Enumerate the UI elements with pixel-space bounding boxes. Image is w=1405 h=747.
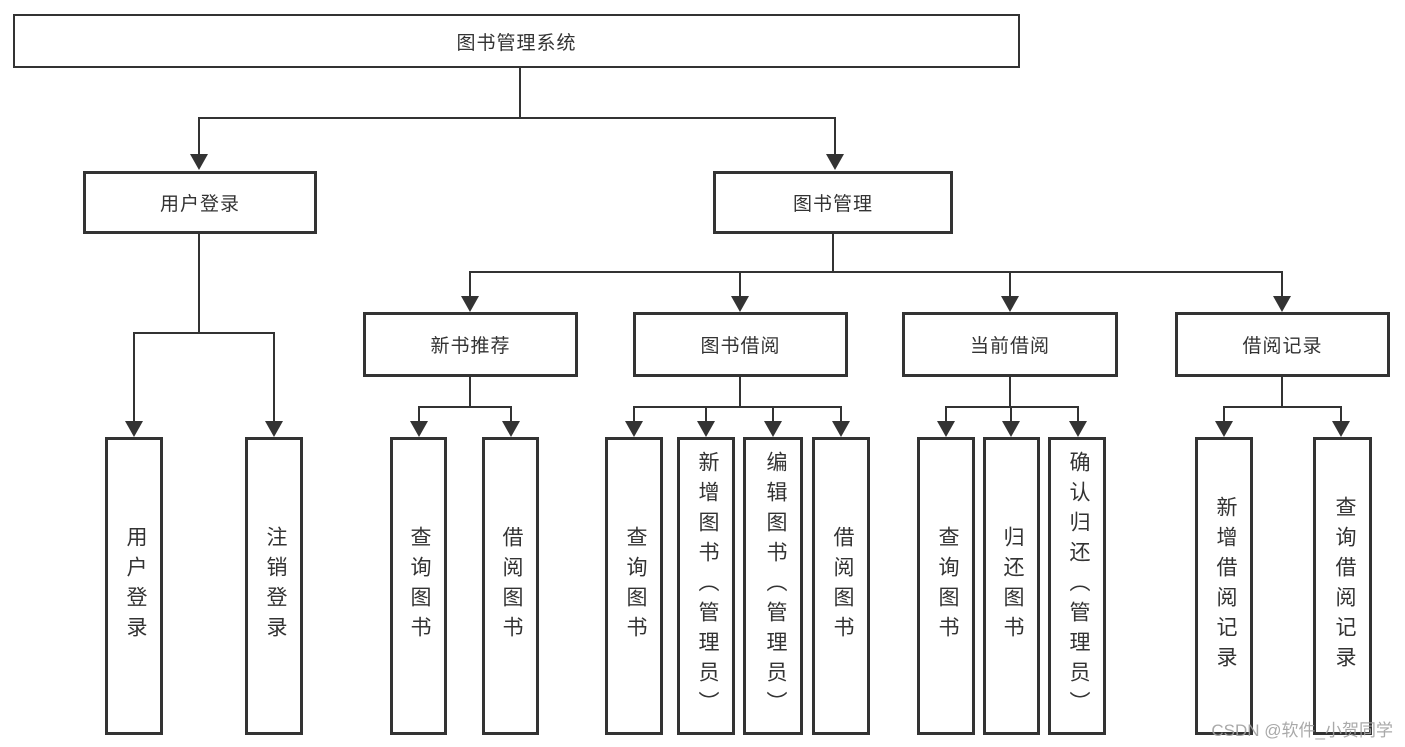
node-leaf-query-books-2: 查询图书 — [605, 437, 663, 735]
node-leaf-borrow-books-1: 借阅图书 — [482, 437, 539, 735]
node-leaf-add-books-admin: 新增图书（管理员） — [677, 437, 735, 735]
arrow-down-icon — [832, 421, 850, 437]
arrow-down-icon — [461, 296, 479, 312]
node-leaf-return-books: 归还图书 — [983, 437, 1040, 735]
csdn-watermark: CSDN @软件_小贺同学 — [1211, 721, 1393, 740]
arrow-down-icon — [502, 421, 520, 437]
connector-line — [840, 406, 842, 423]
node-leaf-confirm-return-admin: 确认归还（管理员） — [1048, 437, 1106, 735]
connector-line — [469, 271, 471, 298]
node-user-login: 用户登录 — [83, 171, 317, 234]
connector-line — [633, 406, 635, 423]
arrow-down-icon — [265, 421, 283, 437]
connector-line — [519, 68, 521, 118]
arrow-down-icon — [1332, 421, 1350, 437]
connector-line — [633, 406, 842, 408]
arrow-down-icon — [764, 421, 782, 437]
connector-line — [1077, 406, 1079, 423]
connector-line — [945, 406, 1079, 408]
arrow-down-icon — [1001, 296, 1019, 312]
connector-line — [1340, 406, 1342, 423]
node-leaf-logout: 注销登录 — [245, 437, 303, 735]
connector-line — [772, 406, 774, 423]
arrow-down-icon — [937, 421, 955, 437]
connector-line — [133, 332, 274, 334]
connector-line — [739, 271, 741, 298]
node-current-borrowing: 当前借阅 — [902, 312, 1118, 377]
node-book-management: 图书管理 — [713, 171, 953, 234]
arrow-down-icon — [410, 421, 428, 437]
connector-line — [705, 406, 707, 423]
arrow-down-icon — [190, 154, 208, 170]
connector-line — [1009, 271, 1011, 298]
connector-line — [834, 117, 836, 157]
connector-line — [469, 377, 471, 408]
connector-line — [133, 332, 135, 423]
node-leaf-query-borrowing-record: 查询借阅记录 — [1313, 437, 1372, 735]
connector-line — [1281, 377, 1283, 408]
arrow-down-icon — [1069, 421, 1087, 437]
node-library-management-system: 图书管理系统 — [13, 14, 1020, 68]
node-book-borrowing: 图书借阅 — [633, 312, 848, 377]
node-new-book-recommendation: 新书推荐 — [363, 312, 578, 377]
connector-line — [945, 406, 947, 423]
node-leaf-query-books-3: 查询图书 — [917, 437, 975, 735]
connector-line — [1223, 406, 1225, 423]
arrow-down-icon — [625, 421, 643, 437]
arrow-down-icon — [697, 421, 715, 437]
arrow-down-icon — [1215, 421, 1233, 437]
connector-line — [510, 406, 512, 423]
node-leaf-query-books-1: 查询图书 — [390, 437, 447, 735]
connector-line — [1010, 406, 1012, 423]
connector-line — [273, 332, 275, 423]
node-leaf-borrow-books-2: 借阅图书 — [812, 437, 870, 735]
node-leaf-user-login: 用户登录 — [105, 437, 163, 735]
arrow-down-icon — [826, 154, 844, 170]
connector-line — [198, 117, 836, 119]
connector-line — [469, 271, 1283, 273]
connector-line — [418, 406, 512, 408]
node-borrowing-records: 借阅记录 — [1175, 312, 1390, 377]
connector-line — [1009, 377, 1011, 408]
node-leaf-edit-books-admin: 编辑图书（管理员） — [743, 437, 803, 735]
arrow-down-icon — [731, 296, 749, 312]
connector-line — [739, 377, 741, 408]
connector-line — [198, 234, 200, 334]
arrow-down-icon — [1273, 296, 1291, 312]
arrow-down-icon — [1002, 421, 1020, 437]
connector-line — [418, 406, 420, 423]
connector-line — [832, 234, 834, 272]
node-leaf-add-borrowing-record: 新增借阅记录 — [1195, 437, 1253, 735]
connector-line — [1281, 271, 1283, 298]
arrow-down-icon — [125, 421, 143, 437]
connector-line — [1223, 406, 1342, 408]
connector-line — [198, 117, 200, 157]
